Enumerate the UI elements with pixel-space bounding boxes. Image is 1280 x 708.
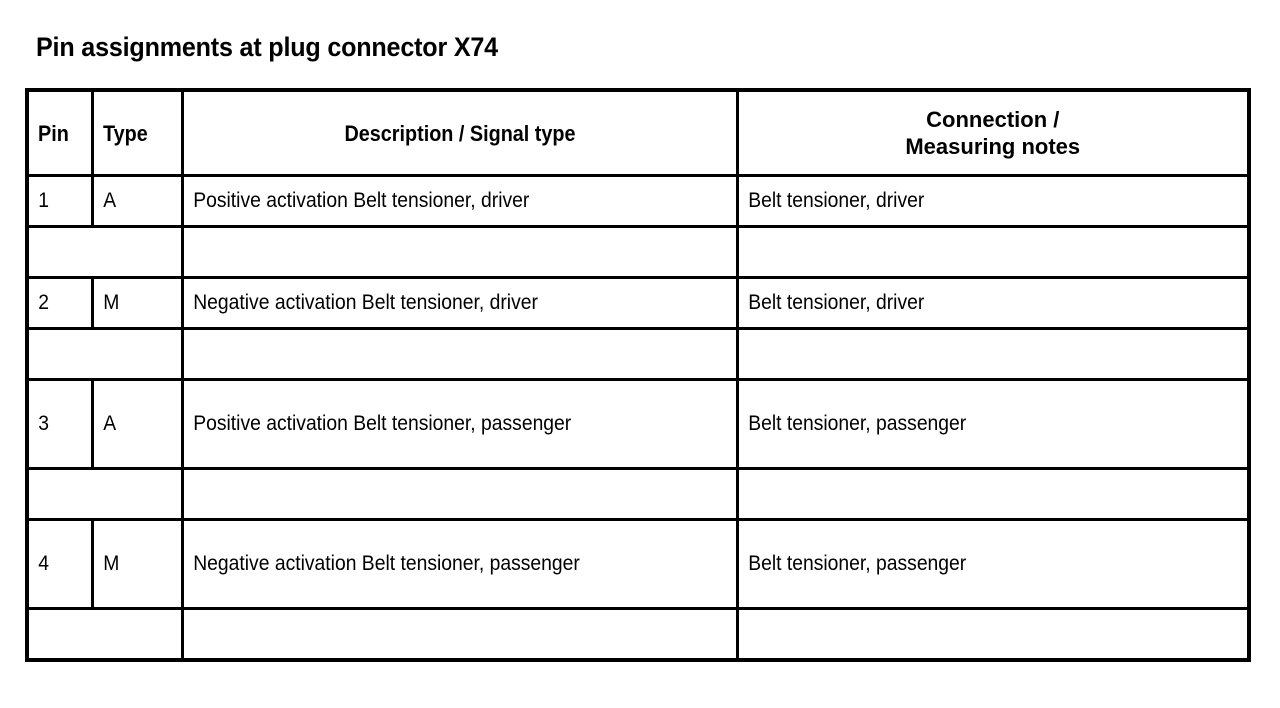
cell-pin: 3 — [25, 378, 94, 470]
column-header-description: Description / Signal type — [180, 88, 739, 177]
cell-type-text: M — [102, 552, 119, 575]
column-header-type-label: Type — [102, 120, 148, 146]
spacer-cell-pin-type — [25, 467, 184, 521]
column-header-connection-line1: Connection / — [926, 107, 1060, 132]
cell-description-text: Positive activation Belt tensioner, driv… — [192, 189, 529, 212]
column-header-description-label: Description / Signal type — [343, 120, 576, 146]
spacer-cell-connection — [735, 225, 1251, 279]
table-row: 2 M Negative activation Belt tensioner, dr… — [25, 276, 1251, 330]
cell-connection: Belt tensioner, passenger — [735, 378, 1251, 470]
cell-connection-text: Belt tensioner, passenger — [747, 552, 966, 575]
table-row: 1 A Positive activation Belt tensioner, dr… — [25, 174, 1251, 228]
cell-pin-text: 4 — [38, 552, 49, 575]
table-spacer-row — [25, 467, 1251, 521]
table-row: 3 A Positive activation Belt tensioner, pa… — [25, 378, 1251, 470]
cell-description-text: Negative activation Belt tensioner, pass… — [192, 552, 580, 575]
cell-pin-text: 2 — [38, 291, 49, 314]
cell-connection: Belt tensioner, driver — [735, 276, 1251, 330]
cell-connection: Belt tensioner, driver — [735, 174, 1251, 228]
cell-pin: 1 — [25, 174, 94, 228]
cell-description-text: Positive activation Belt tensioner, pass… — [192, 412, 571, 435]
pin-assignment-table: Pin Type Description / Signal type Conne… — [25, 88, 1251, 662]
cell-type-text: M — [102, 291, 119, 314]
spacer-cell-content — [184, 247, 736, 257]
column-header-connection-label: Connection / Measuring notes — [739, 104, 1248, 162]
spacer-cell-content — [739, 489, 1248, 499]
pin-assignment-table-container: Pin Type Description / Signal type Conne… — [25, 88, 1251, 662]
cell-pin-text: 3 — [38, 412, 49, 435]
cell-description: Positive activation Belt tensioner, pass… — [180, 378, 739, 470]
cell-description: Negative activation Belt tensioner, driv… — [180, 276, 739, 330]
cell-pin: 4 — [25, 518, 94, 610]
cell-type: M — [90, 518, 184, 610]
column-header-connection: Connection / Measuring notes — [735, 88, 1251, 177]
cell-type: A — [90, 174, 184, 228]
column-header-type: Type — [90, 88, 184, 177]
table-row: 4 M Negative activation Belt tensioner, pa… — [25, 518, 1251, 610]
table-spacer-row — [25, 225, 1251, 279]
spacer-cell-description — [180, 225, 739, 279]
spacer-cell-content — [29, 489, 181, 499]
cell-type: A — [90, 378, 184, 470]
spacer-cell-content — [29, 247, 181, 257]
cell-connection-text: Belt tensioner, passenger — [747, 412, 966, 435]
spacer-cell-content — [29, 349, 181, 359]
cell-type-text: A — [102, 412, 116, 435]
spacer-cell-content — [184, 629, 736, 639]
spacer-cell-content — [184, 489, 736, 499]
cell-connection-text: Belt tensioner, driver — [747, 189, 924, 212]
spacer-cell-pin-type — [25, 607, 184, 662]
cell-description-text: Negative activation Belt tensioner, driv… — [192, 291, 538, 314]
table-spacer-row — [25, 607, 1251, 662]
spacer-cell-pin-type — [25, 225, 184, 279]
column-header-connection-line2: Measuring notes — [905, 134, 1081, 159]
cell-description: Negative activation Belt tensioner, pass… — [180, 518, 739, 610]
spacer-cell-connection — [735, 607, 1251, 662]
spacer-cell-connection — [735, 467, 1251, 521]
spacer-cell-content — [184, 349, 736, 359]
spacer-cell-content — [739, 247, 1248, 257]
spacer-cell-pin-type — [25, 327, 184, 381]
spacer-cell-content — [739, 629, 1248, 639]
spacer-cell-description — [180, 607, 739, 662]
column-header-pin: Pin — [25, 88, 94, 177]
spacer-cell-description — [180, 467, 739, 521]
cell-type: M — [90, 276, 184, 330]
table-header: Pin Type Description / Signal type Conne… — [25, 88, 1251, 177]
spacer-cell-content — [29, 629, 181, 639]
cell-pin-text: 1 — [38, 189, 49, 212]
page-title: Pin assignments at plug connector X74 — [36, 32, 498, 63]
cell-connection: Belt tensioner, passenger — [735, 518, 1251, 610]
cell-type-text: A — [102, 189, 116, 212]
cell-description: Positive activation Belt tensioner, driv… — [180, 174, 739, 228]
spacer-cell-content — [739, 349, 1248, 359]
spacer-cell-description — [180, 327, 739, 381]
cell-pin: 2 — [25, 276, 94, 330]
table-header-row: Pin Type Description / Signal type Conne… — [25, 88, 1251, 177]
cell-connection-text: Belt tensioner, driver — [747, 291, 924, 314]
table-spacer-row — [25, 327, 1251, 381]
column-header-pin-label: Pin — [38, 120, 69, 146]
spacer-cell-connection — [735, 327, 1251, 381]
